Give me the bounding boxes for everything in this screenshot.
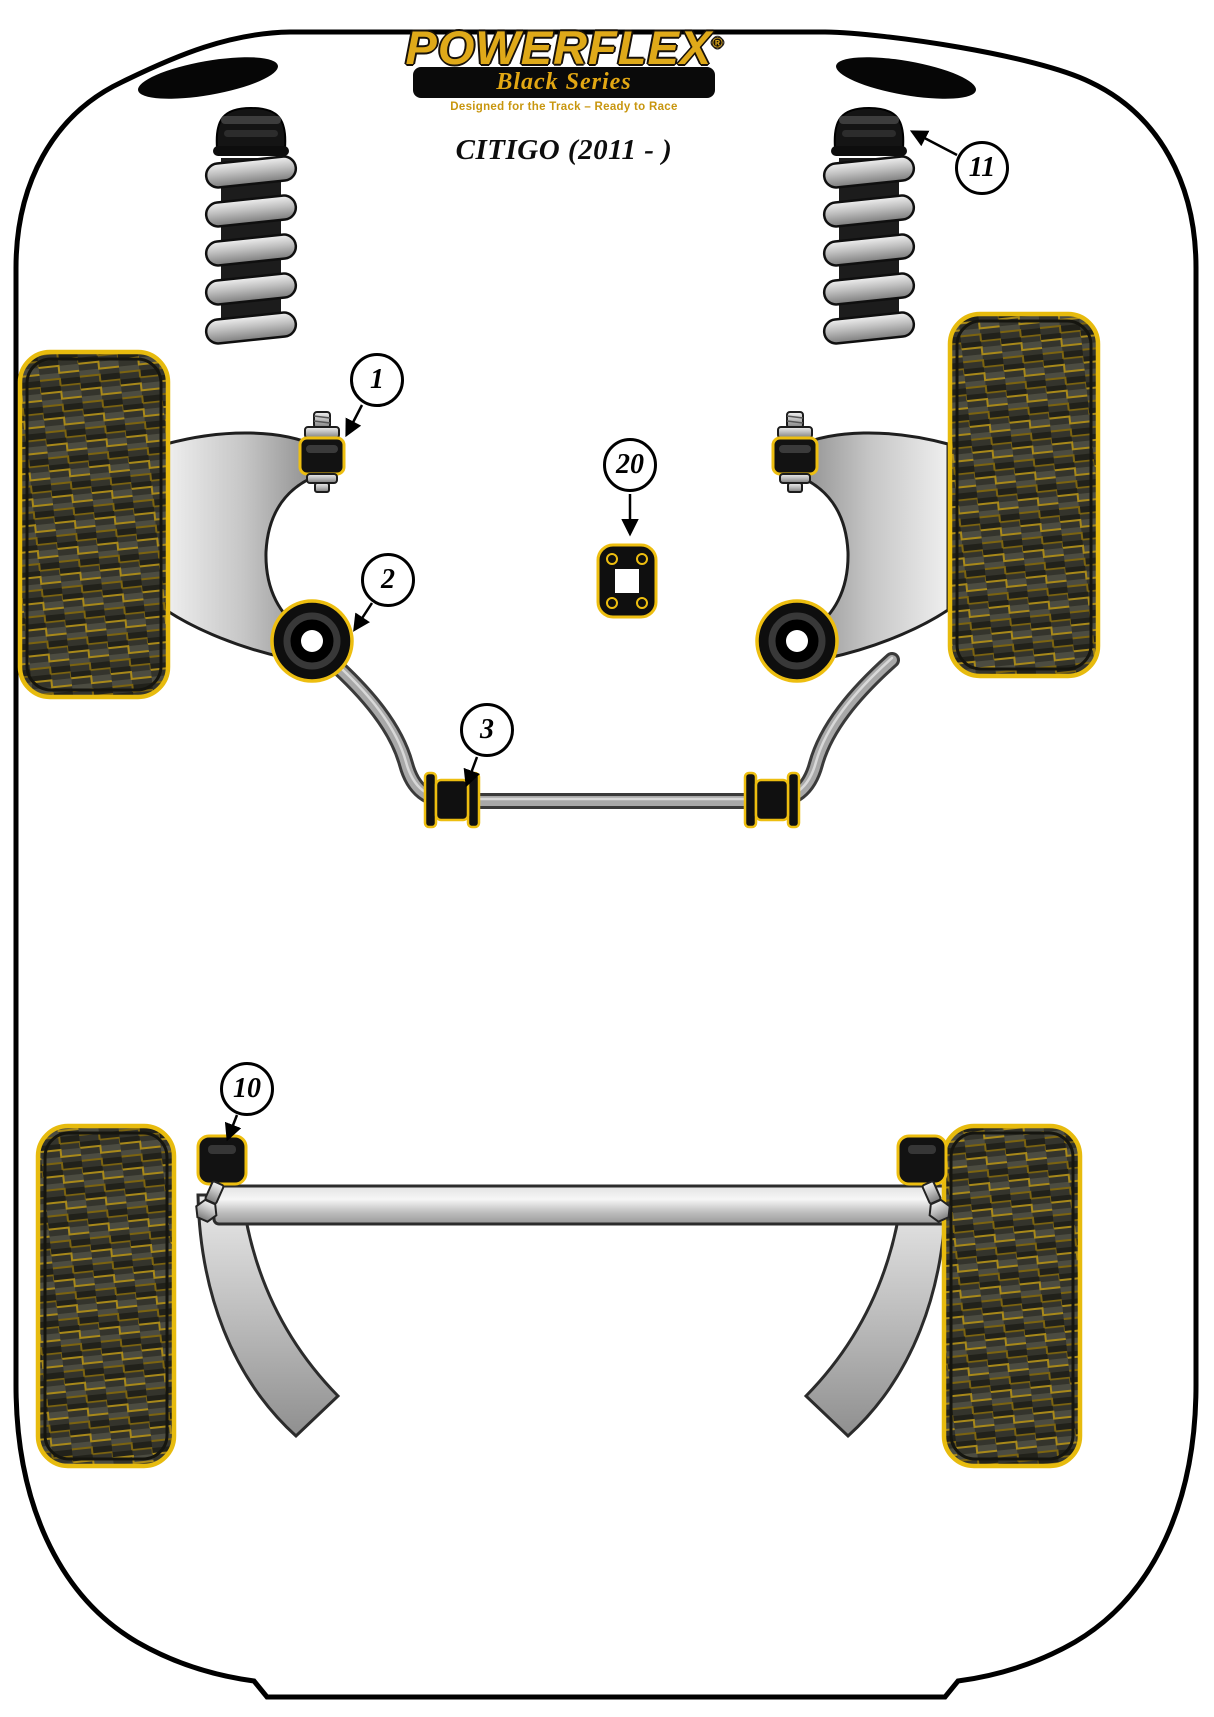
callout-3: 3 (460, 703, 514, 757)
rear-beam (212, 1184, 954, 1226)
cowl-vents (138, 57, 976, 99)
rear-right-wheel (941, 1123, 1083, 1469)
callout-10: 10 (220, 1062, 274, 1116)
front-anti-roll-bar (322, 652, 900, 809)
front-left-wheel (17, 349, 171, 700)
arrow-to-part-2 (353, 602, 374, 632)
front-right-wheel (947, 311, 1101, 679)
rear-left-wheel (35, 1123, 177, 1469)
arrow-to-part-3 (463, 756, 481, 788)
arrow-to-part-11 (909, 130, 958, 157)
powerflex-logo: POWERFLEX® Black Series Designed for the… (386, 24, 742, 113)
front-arb-bushing-right (743, 771, 801, 829)
rear-trailing-arm-left (196, 1193, 341, 1439)
cowl-vent-left (138, 57, 278, 99)
callout-1: 1 (350, 353, 404, 407)
black-series-banner: Black Series (413, 67, 715, 98)
front-right-control-arm (791, 431, 950, 660)
callout-arrows (224, 130, 958, 1142)
callout-2: 2 (361, 553, 415, 607)
front-left-control-arm (164, 431, 323, 660)
arrow-to-part-10 (224, 1114, 242, 1142)
vehicle-model-title: CITIGO (2011 - ) (455, 134, 673, 166)
rear-beam-bushing-left (196, 1134, 248, 1186)
logo-tagline: Designed for the Track – Ready to Race (450, 101, 678, 113)
brand-text: POWERFLEX (405, 21, 713, 74)
front-arm-rear-bushing-right (757, 601, 837, 681)
brand-wordmark: POWERFLEX® (386, 24, 742, 71)
front-arm-rear-bushing-left (272, 601, 352, 681)
registered-mark: ® (712, 34, 723, 51)
front-arb-bushing-left (423, 771, 481, 829)
callout-11: 11 (955, 141, 1009, 195)
engine-mount-bushing (596, 543, 658, 619)
cowl-vent-right (836, 57, 976, 99)
rear-trailing-arm-right (803, 1193, 948, 1439)
arrow-to-part-1 (345, 404, 364, 438)
rear-beam-bushing-right (896, 1134, 948, 1186)
callout-20: 20 (603, 438, 657, 492)
